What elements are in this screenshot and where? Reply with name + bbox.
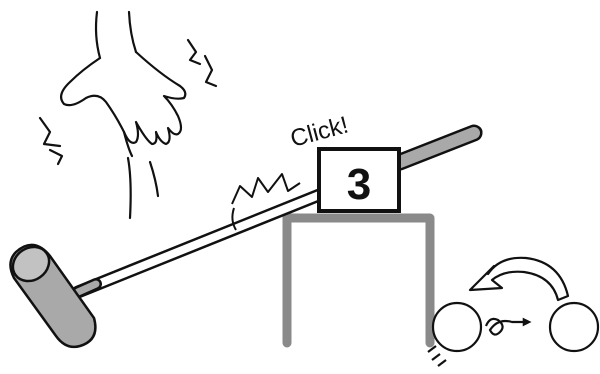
mallet-shaft xyxy=(78,132,476,292)
counter-box: 3 xyxy=(319,149,399,211)
rotation-diagram xyxy=(428,258,598,366)
mallet-head xyxy=(6,240,96,347)
return-arrow-icon xyxy=(470,258,568,300)
counter-stand xyxy=(287,218,430,343)
wheel-left-icon xyxy=(433,303,481,351)
hand-icon xyxy=(40,12,216,218)
wheel-right-icon xyxy=(550,303,598,351)
counter-value: 3 xyxy=(347,160,371,209)
click-caption: Click! xyxy=(288,112,352,153)
